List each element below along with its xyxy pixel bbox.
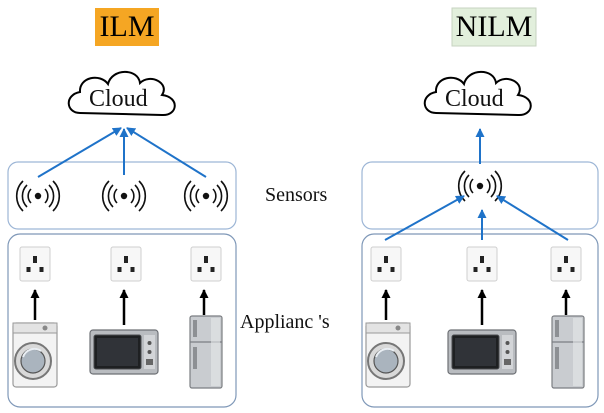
arrow [384,195,465,241]
sensors-label: Sensors [265,184,328,206]
power-outlet-icon [19,246,51,282]
cloud-label-right: Cloud [445,86,504,112]
wifi-sensor-icon [101,180,147,212]
refrigerator-icon [551,315,585,389]
ilm-appliances-box [7,233,237,408]
ilm-title-box [95,8,159,46]
nilm-sensors-box [361,161,599,230]
ilm-sensors-box [7,161,237,230]
wifi-sensor-icon [183,180,229,212]
washing-machine-icon [365,322,411,388]
arrow [37,127,122,178]
power-outlet-icon [370,246,402,282]
refrigerator-icon [189,315,223,389]
wifi-sensor-icon [15,180,61,212]
power-outlet-icon [110,246,142,282]
power-outlet-icon [550,246,582,282]
microwave-icon [89,329,159,375]
arrow [126,127,207,178]
nilm-appliances-box [361,233,599,408]
ilm-title: ILM [99,10,155,43]
nilm-title: NILM [455,10,533,43]
washing-machine-icon [12,322,58,388]
power-outlet-icon [466,246,498,282]
appliances-label: Applianc 's [238,311,332,334]
nilm-title-box [451,7,537,47]
microwave-icon [447,329,517,375]
power-outlet-icon [190,246,222,282]
arrow [496,195,569,241]
cloud-label-left: Cloud [89,86,148,112]
wifi-sensor-icon [457,170,503,202]
